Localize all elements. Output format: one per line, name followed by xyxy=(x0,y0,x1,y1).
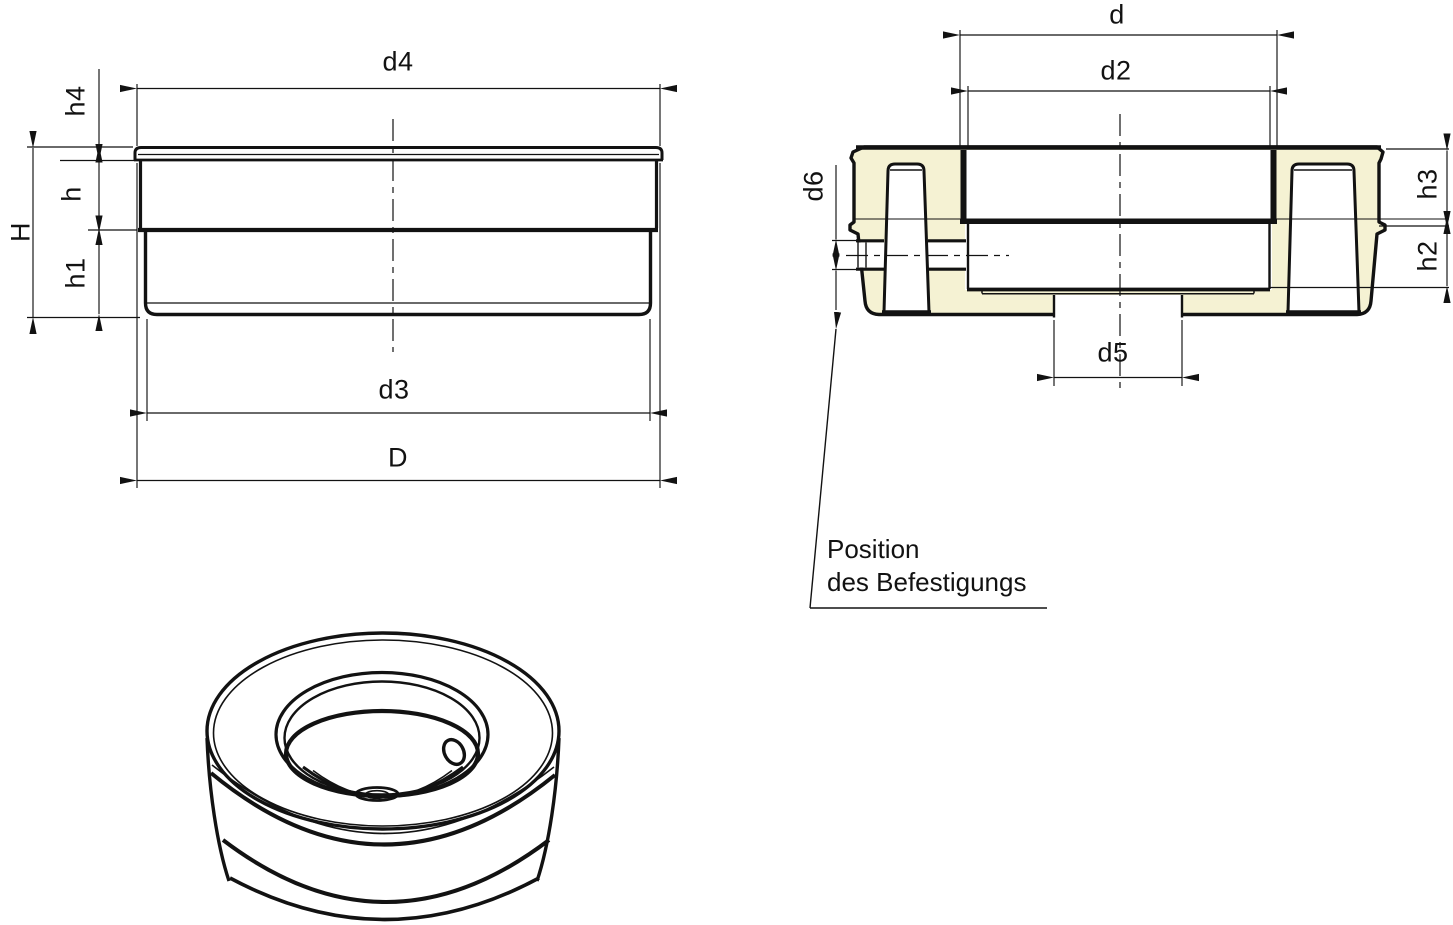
iso-flange-bottom-thin-line xyxy=(211,764,555,835)
dim-label-d: d xyxy=(1109,0,1125,30)
leader-line xyxy=(809,311,842,609)
note-line-1: Position xyxy=(827,534,920,564)
note-line-2: des Befestigungs xyxy=(827,567,1027,597)
iso-side-screw-hole xyxy=(441,737,467,767)
iso-bowl-wall-ellipse xyxy=(283,708,481,799)
screw-hole-lines xyxy=(856,239,966,271)
iso-step-belt-line xyxy=(221,838,551,904)
iso-left-silhouette xyxy=(205,737,231,882)
dim-label-d2: d2 xyxy=(1100,55,1132,86)
dimension-h3 xyxy=(1386,133,1451,234)
dimension-d6 xyxy=(832,165,856,310)
section-view xyxy=(832,30,1451,393)
isometric-view xyxy=(205,631,561,922)
dim-label-h3: h3 xyxy=(1412,168,1443,200)
side-view xyxy=(27,69,677,488)
iso-bottom-edge xyxy=(229,876,540,922)
section-right-boss-slot xyxy=(1286,162,1361,314)
leader-note-line xyxy=(809,311,1047,609)
iso-bowl-floor-inner-edge xyxy=(312,769,453,798)
dim-label-h2: h2 xyxy=(1412,240,1443,272)
dim-label-d3: d3 xyxy=(378,374,410,405)
dimension-d2 xyxy=(951,86,1287,148)
dim-label-h4: h4 xyxy=(60,85,91,117)
iso-bowl-floor-edge xyxy=(302,765,464,799)
dimension-h2 xyxy=(1270,211,1451,303)
iso-flange-bottom-edge xyxy=(209,771,557,847)
section-d5-hole xyxy=(1054,295,1182,319)
iso-right-silhouette xyxy=(535,737,561,882)
iso-center-hole-outer xyxy=(354,786,400,802)
dimension-d5 xyxy=(1037,320,1199,386)
dim-label-h: h xyxy=(56,186,87,202)
dimension-D xyxy=(120,163,677,488)
dim-label-H: H xyxy=(5,222,36,242)
fastening-position-note: Position des Befestigungs xyxy=(827,533,1026,599)
dim-label-d6: d6 xyxy=(798,170,829,202)
dim-label-d5: d5 xyxy=(1097,337,1129,368)
section-left-boss-slot xyxy=(882,162,931,314)
side-view-lower-body xyxy=(143,232,653,317)
dimension-d xyxy=(943,30,1294,146)
iso-outer-top-inner-line xyxy=(212,639,554,827)
iso-opening-outer-ellipse xyxy=(274,670,490,799)
dimension-d3 xyxy=(130,319,667,421)
dimension-H xyxy=(27,131,140,334)
dim-label-D: D xyxy=(388,442,408,473)
dimension-d4 xyxy=(120,84,677,146)
dim-label-h1: h1 xyxy=(60,257,91,289)
dim-label-d4: d4 xyxy=(382,46,414,77)
iso-center-hole-inner xyxy=(364,789,390,800)
iso-outer-top-ellipse xyxy=(205,631,561,831)
side-view-flange xyxy=(133,146,664,160)
